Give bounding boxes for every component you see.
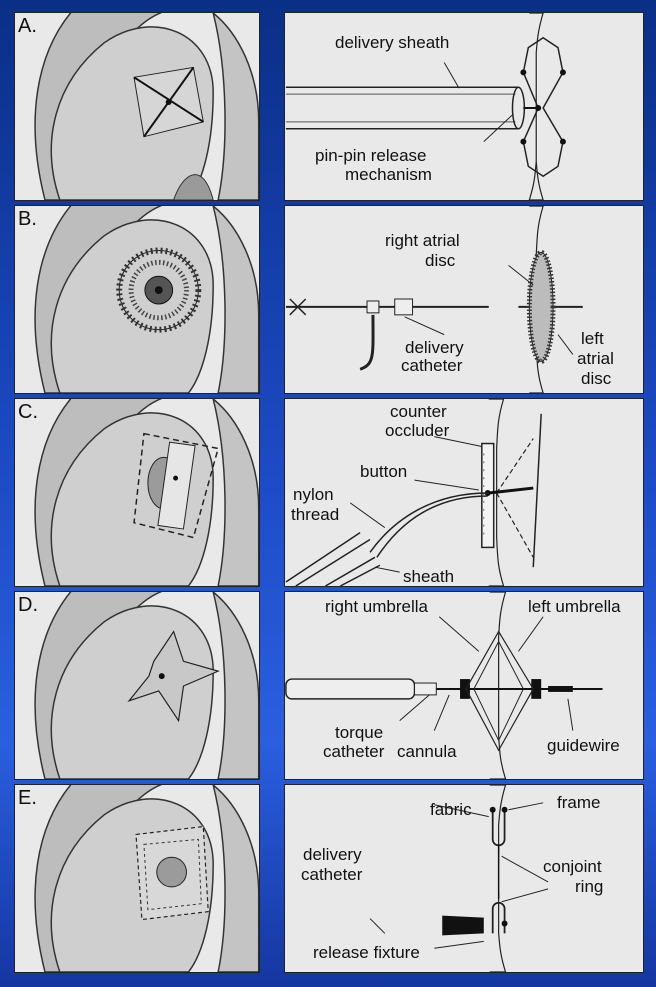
label-left-atrial-line2: atrial [577, 349, 614, 368]
panel-b-schematic: right atrial disc delivery catheter left… [284, 205, 644, 394]
panel-b-heart-view: B. [14, 205, 260, 394]
label-release-fixture: release fixture [313, 943, 420, 962]
panel-e-heart-view: E. [14, 784, 260, 973]
label-left-umbrella: left umbrella [528, 597, 621, 616]
label-cannula: cannula [397, 742, 457, 761]
label-conjoint-line1: conjoint [543, 857, 602, 876]
panel-letter-a: A. [18, 15, 37, 38]
panel-letter-c: C. [18, 401, 38, 424]
label-right-atrial-line1: right atrial [385, 231, 460, 250]
panel-e-schematic: fabric frame delivery catheter conjoint … [284, 784, 644, 973]
panel-d-heart-view: D. [14, 591, 260, 780]
label-delivery-catheter-line2: catheter [401, 356, 462, 375]
label-release-line1: pin-pin release [315, 146, 427, 165]
label-conjoint-line2: ring [575, 877, 603, 896]
label-torque-line2: catheter [323, 742, 384, 761]
label-delivery-line1: delivery [303, 845, 362, 864]
label-right-atrial-line2: disc [425, 251, 455, 270]
label-sheath: sheath [403, 567, 454, 586]
label-right-umbrella: right umbrella [325, 597, 428, 616]
heart-illustration-b [15, 206, 259, 393]
heart-illustration-c [15, 399, 259, 586]
panel-c-schematic: counter occluder button nylon thread she… [284, 398, 644, 587]
label-delivery-sheath: delivery sheath [335, 33, 449, 52]
label-nylon-line2: thread [291, 505, 339, 524]
label-left-atrial-line1: left [581, 329, 604, 348]
label-counter-line1: counter [390, 402, 447, 421]
panel-c-heart-view: C. [14, 398, 260, 587]
label-release-line2: mechanism [345, 165, 432, 184]
heart-illustration-a [15, 13, 259, 200]
label-delivery-catheter-line1: delivery [405, 338, 464, 357]
label-guidewire: guidewire [547, 736, 620, 755]
label-nylon-line1: nylon [293, 485, 334, 504]
label-left-atrial-line3: disc [581, 369, 611, 388]
label-delivery-line2: catheter [301, 865, 362, 884]
panel-letter-b: B. [18, 208, 37, 231]
label-button: button [360, 462, 407, 481]
label-fabric: fabric [430, 800, 472, 819]
heart-illustration-e [15, 785, 259, 972]
panel-letter-d: D. [18, 594, 38, 617]
panel-d-schematic: right umbrella left umbrella torque cath… [284, 591, 644, 780]
label-frame: frame [557, 793, 600, 812]
panel-a-heart-view: A. [14, 12, 260, 201]
schematic-c [285, 399, 643, 586]
panel-a-schematic: delivery sheath pin-pin release mechanis… [284, 12, 644, 201]
panel-letter-e: E. [18, 787, 37, 810]
label-torque-line1: torque [335, 723, 383, 742]
heart-illustration-d [15, 592, 259, 779]
label-counter-line2: occluder [385, 421, 449, 440]
